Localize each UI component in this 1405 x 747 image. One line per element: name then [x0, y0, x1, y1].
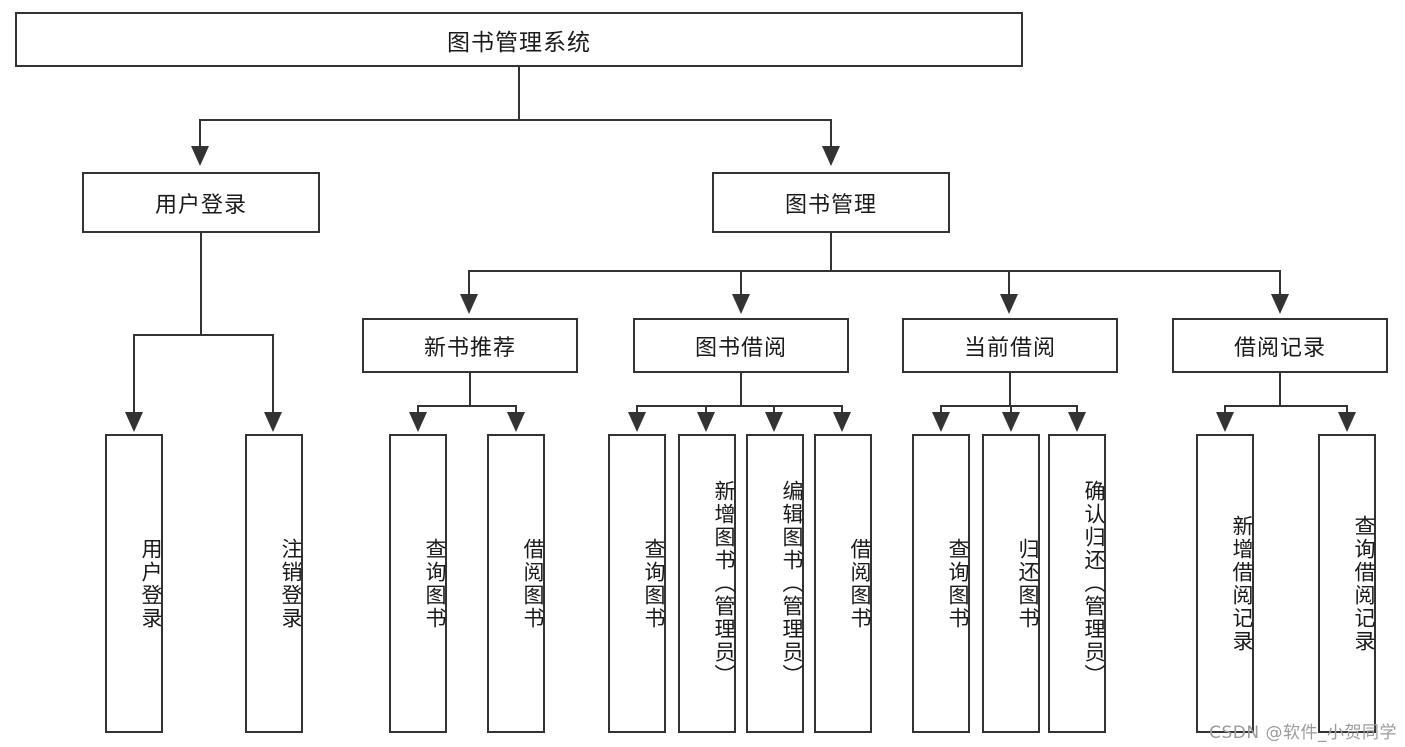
connector-bm-to-book-borrow	[740, 270, 742, 296]
csdn-watermark: CSDN @软件_小贺同学	[1209, 723, 1397, 743]
connector-root-bar	[199, 119, 832, 121]
node-leaf-borrow-book-2-label: 借阅图书	[848, 537, 872, 630]
node-book-borrow[interactable]: 图书借阅	[633, 318, 849, 373]
node-leaf-query-record[interactable]: 查询借阅记录	[1318, 434, 1376, 733]
arrow-root-to-book-manage	[822, 146, 840, 166]
connector-cb-bar	[940, 405, 1077, 407]
node-leaf-add-book[interactable]: 新增图书（管理员）	[678, 434, 736, 733]
node-leaf-return-book-label: 归还图书	[1016, 537, 1040, 630]
arrow-nbr-leaf2	[507, 412, 525, 432]
arrow-cb-leaf2	[1002, 412, 1020, 432]
node-leaf-query-book-1[interactable]: 查询图书	[389, 434, 447, 733]
connector-bb-2	[705, 405, 707, 414]
connector-book-manage-bar	[468, 270, 1280, 272]
connector-bb-1	[636, 405, 638, 414]
node-user-login[interactable]: 用户登录	[82, 172, 320, 233]
arrow-bm-new-book	[460, 294, 478, 314]
node-leaf-query-book-3-label: 查询图书	[946, 537, 970, 630]
node-leaf-query-book-1-label: 查询图书	[423, 537, 447, 630]
node-leaf-user-logout-label: 注销登录	[279, 537, 303, 630]
connector-bb-3	[773, 405, 775, 414]
connector-user-login-bar	[133, 334, 274, 336]
connector-cb-3	[1076, 405, 1078, 414]
connector-br-left	[1224, 405, 1226, 414]
node-leaf-user-login[interactable]: 用户登录	[105, 434, 163, 733]
node-root-label: 图书管理系统	[447, 29, 591, 56]
node-leaf-add-record-label: 新增借阅记录	[1230, 514, 1254, 653]
arrow-bm-current-borrow	[1000, 294, 1018, 314]
connector-root-stem	[518, 67, 520, 120]
node-current-borrow[interactable]: 当前借阅	[902, 318, 1118, 373]
node-leaf-add-record[interactable]: 新增借阅记录	[1196, 434, 1254, 733]
node-leaf-confirm-return[interactable]: 确认归还（管理员）	[1048, 434, 1106, 733]
connector-nbr-stem	[469, 373, 471, 406]
arrow-root-to-user-login	[191, 146, 209, 166]
arrow-user-login-leaf1	[125, 412, 143, 432]
connector-br-stem	[1279, 373, 1281, 406]
connector-user-login-right	[272, 334, 274, 414]
node-new-book-rec-label: 新书推荐	[423, 335, 516, 361]
arrow-nbr-leaf1	[409, 412, 427, 432]
node-leaf-borrow-book-2[interactable]: 借阅图书	[814, 434, 872, 733]
arrow-bb-leaf1	[628, 412, 646, 432]
arrow-br-leaf2	[1338, 412, 1356, 432]
node-leaf-query-record-label: 查询借阅记录	[1352, 514, 1376, 653]
node-book-manage-label: 图书管理	[784, 192, 877, 218]
node-root-system[interactable]: 图书管理系统	[15, 12, 1023, 67]
connector-cb-1	[940, 405, 942, 414]
connector-bm-to-borrow-record	[1279, 270, 1281, 296]
connector-bb-bar	[636, 405, 843, 407]
node-leaf-query-book-3[interactable]: 查询图书	[912, 434, 970, 733]
node-leaf-edit-book[interactable]: 编辑图书（管理员）	[746, 434, 804, 733]
node-leaf-query-book-2-label: 查询图书	[642, 537, 666, 630]
connector-nbr-bar	[417, 405, 516, 407]
connector-bm-to-new-book	[468, 270, 470, 296]
node-leaf-user-logout[interactable]: 注销登录	[245, 434, 303, 733]
connector-nbr-left	[417, 405, 419, 414]
connector-book-manage-stem	[830, 233, 832, 271]
arrow-bb-leaf2	[697, 412, 715, 432]
connector-user-login-stem	[200, 233, 202, 335]
connector-nbr-right	[515, 405, 517, 414]
node-leaf-query-book-2[interactable]: 查询图书	[608, 434, 666, 733]
connector-bb-4	[841, 405, 843, 414]
arrow-bm-borrow-record	[1271, 294, 1289, 314]
connector-cb-stem	[1009, 373, 1011, 406]
arrow-cb-leaf1	[932, 412, 950, 432]
connector-br-right	[1346, 405, 1348, 414]
node-leaf-user-login-label: 用户登录	[139, 537, 163, 630]
node-borrow-record-label: 借阅记录	[1233, 335, 1326, 361]
arrow-cb-leaf3	[1068, 412, 1086, 432]
connector-bm-to-current-borrow	[1008, 270, 1010, 296]
node-leaf-borrow-book-1-label: 借阅图书	[521, 537, 545, 630]
arrow-user-login-leaf2	[264, 412, 282, 432]
connector-br-bar	[1224, 405, 1348, 407]
node-leaf-return-book[interactable]: 归还图书	[982, 434, 1040, 733]
node-leaf-add-book-label: 新增图书（管理员）	[712, 480, 736, 687]
node-current-borrow-label: 当前借阅	[963, 335, 1056, 361]
node-book-borrow-label: 图书借阅	[694, 335, 787, 361]
node-leaf-edit-book-label: 编辑图书（管理员）	[780, 480, 804, 687]
node-borrow-record[interactable]: 借阅记录	[1172, 318, 1388, 373]
node-user-login-label: 用户登录	[154, 192, 247, 218]
arrow-bb-leaf4	[833, 412, 851, 432]
connector-cb-2	[1010, 405, 1012, 414]
arrow-br-leaf1	[1216, 412, 1234, 432]
node-leaf-confirm-return-label: 确认归还（管理员）	[1082, 480, 1106, 687]
node-leaf-borrow-book-1[interactable]: 借阅图书	[487, 434, 545, 733]
connector-root-to-user-login	[199, 119, 201, 148]
connector-root-to-book-manage	[830, 119, 832, 148]
arrow-bm-book-borrow	[732, 294, 750, 314]
node-new-book-rec[interactable]: 新书推荐	[362, 318, 578, 373]
node-book-manage[interactable]: 图书管理	[712, 172, 950, 233]
connector-bb-stem	[740, 373, 742, 406]
connector-user-login-left	[133, 334, 135, 414]
arrow-bb-leaf3	[765, 412, 783, 432]
